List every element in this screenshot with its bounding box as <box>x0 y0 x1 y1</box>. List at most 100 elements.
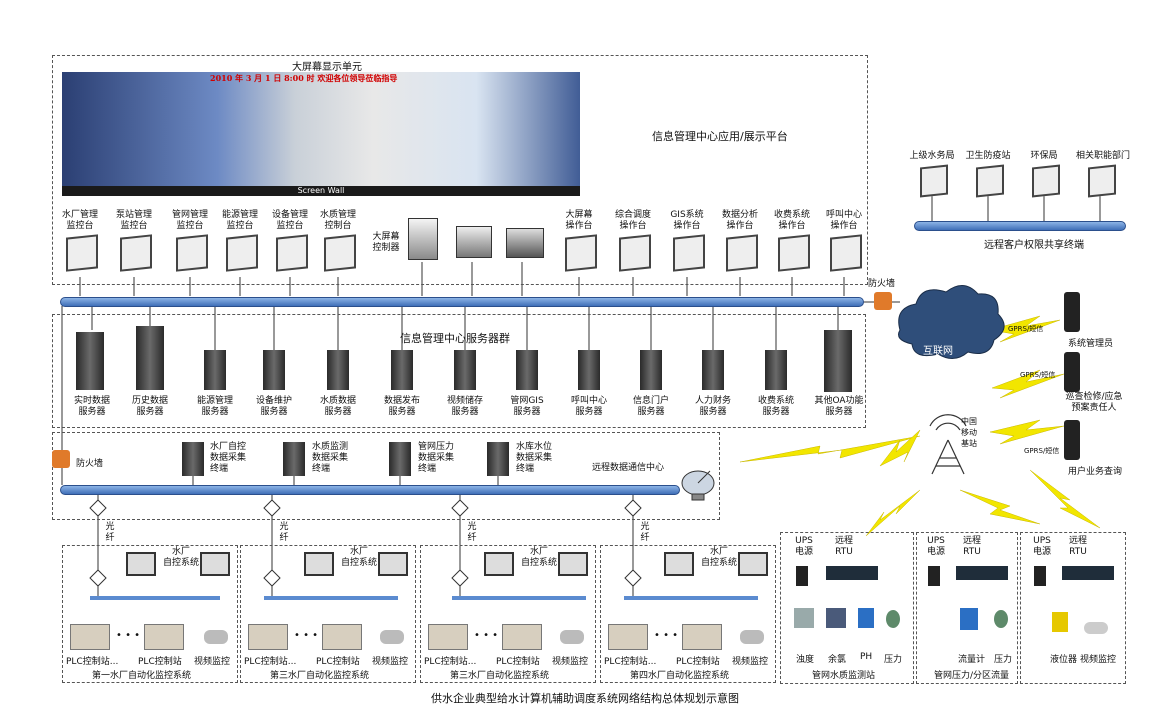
firewall-label: 防火墙 <box>76 459 104 469</box>
monitor-icon <box>830 234 862 272</box>
server-icon <box>283 442 305 476</box>
monitor-icon <box>304 552 334 576</box>
remote-client-bus <box>914 221 1126 231</box>
plant-box <box>420 545 596 683</box>
terminal-label: 水厂自控 数据采集 终端 <box>210 442 247 474</box>
monitor-icon <box>976 164 1004 198</box>
handheld-icon <box>1064 352 1080 392</box>
station-box <box>1020 532 1126 684</box>
screen-wall-title: 大屏幕显示单元 <box>292 62 362 73</box>
comm-center-label: 远程数据通信中心 <box>592 463 665 473</box>
sensor-label: 压力 <box>884 655 903 665</box>
monitor-icon <box>1032 164 1060 198</box>
server-icon <box>327 350 349 390</box>
ups-icon <box>928 566 940 586</box>
screen-wall-image <box>62 72 580 186</box>
ups-label: UPS 电源 <box>926 536 945 557</box>
monitor-icon <box>126 552 156 576</box>
station-name: 管网水质监测站 <box>812 671 876 681</box>
fiber-label: 光 纤 <box>279 522 289 543</box>
plant-name: 第三水厂自动化监控系统 <box>270 671 370 681</box>
plc-label: PLC控制站... <box>66 657 119 667</box>
gprs-label: GPRS/短信 <box>1008 325 1044 333</box>
sensor-label: 压力 <box>994 655 1013 665</box>
flowmeter-icon <box>960 608 978 630</box>
monitor-icon <box>664 552 694 576</box>
firewall-icon <box>52 450 70 468</box>
plant-name: 第一水厂自动化监控系统 <box>92 671 192 681</box>
rtu-label: 远程 RTU <box>1068 536 1087 557</box>
plc-station-icon <box>608 624 648 650</box>
level-meter-icon <box>1052 612 1068 632</box>
sensor-label: 余氯 <box>828 655 847 665</box>
ups-icon <box>1034 566 1046 586</box>
camera-icon <box>740 630 764 644</box>
scada-label: 水厂 自控系统 <box>340 547 377 568</box>
console-label: 泵站管理 监控台 <box>115 210 152 231</box>
monitor-icon <box>226 234 258 272</box>
server-icon <box>640 350 662 390</box>
server-icon <box>136 326 164 390</box>
printer-icon <box>456 226 492 258</box>
plotter-icon <box>506 228 544 258</box>
plc-label: PLC控制站... <box>604 657 657 667</box>
console-label: 设备管理 监控台 <box>271 210 308 231</box>
server-icon <box>824 330 852 392</box>
rtu-icon <box>826 566 878 580</box>
plc-label: PLC控制站 <box>316 657 360 667</box>
fiber-label: 光 纤 <box>467 522 477 543</box>
pressure-sensor-icon <box>886 610 900 628</box>
console-label: 综合调度 操作台 <box>614 210 651 231</box>
plant-name: 第三水厂自动化监控系统 <box>450 671 550 681</box>
console-label: 收费系统 操作台 <box>773 210 810 231</box>
server-icon <box>702 350 724 390</box>
server-label: 设备维护 服务器 <box>255 396 292 417</box>
fiber-label: 光 纤 <box>640 522 650 543</box>
internet-label: 互联网 <box>923 346 953 357</box>
center-platform-label: 信息管理中心应用/展示平台 <box>652 130 788 143</box>
server-label: 收费系统 服务器 <box>757 396 794 417</box>
plc-label: PLC控制站 <box>496 657 540 667</box>
video-label: 视频监控 <box>732 657 769 667</box>
console-label: GIS系统 操作台 <box>670 210 704 231</box>
monitor-icon <box>276 234 308 272</box>
monitor-icon <box>673 234 705 272</box>
data-collection-box <box>52 432 720 520</box>
ellipsis: • • • <box>654 630 679 641</box>
plc-label: PLC控制站... <box>424 657 477 667</box>
screen-wall-caption: Screen Wall <box>62 186 580 196</box>
remote-client-label: 环保局 <box>1030 151 1058 161</box>
gprs-label: GPRS/短信 <box>1024 447 1060 455</box>
remote-client-label: 上级水务局 <box>909 151 955 161</box>
terminal-label: 水质监测 数据采集 终端 <box>312 442 349 474</box>
ellipsis: • • • <box>294 630 319 641</box>
rtu-icon <box>1062 566 1114 580</box>
ellipsis: • • • <box>474 630 499 641</box>
monitor-icon <box>176 234 208 272</box>
handheld-icon <box>1064 420 1080 460</box>
station-box <box>916 532 1018 684</box>
monitor-icon <box>619 234 651 272</box>
video-label: 视频监控 <box>552 657 589 667</box>
server-icon <box>765 350 787 390</box>
ups-icon <box>796 566 808 586</box>
monitor-icon <box>1088 164 1116 198</box>
monitor-icon <box>484 552 514 576</box>
camera-icon <box>1084 622 1108 634</box>
firewall-icon <box>874 292 892 310</box>
turbidity-sensor-icon <box>794 608 814 628</box>
mobile-label: 用户业务查询 <box>1068 467 1123 477</box>
sensor-label: 浊度 <box>796 655 815 665</box>
plc-station-icon <box>144 624 184 650</box>
plant-box <box>240 545 416 683</box>
firewall-label: 防火墙 <box>868 279 896 289</box>
server-label: 视频储存 服务器 <box>446 396 483 417</box>
controller-icon <box>408 218 438 260</box>
scada-label: 水厂 自控系统 <box>162 547 199 568</box>
ellipsis: • • • <box>116 630 141 641</box>
monitor-icon <box>920 164 948 198</box>
screen-controller-label: 大屏幕 控制器 <box>372 232 400 253</box>
scada-label: 水厂 自控系统 <box>520 547 557 568</box>
ups-label: UPS 电源 <box>794 536 813 557</box>
